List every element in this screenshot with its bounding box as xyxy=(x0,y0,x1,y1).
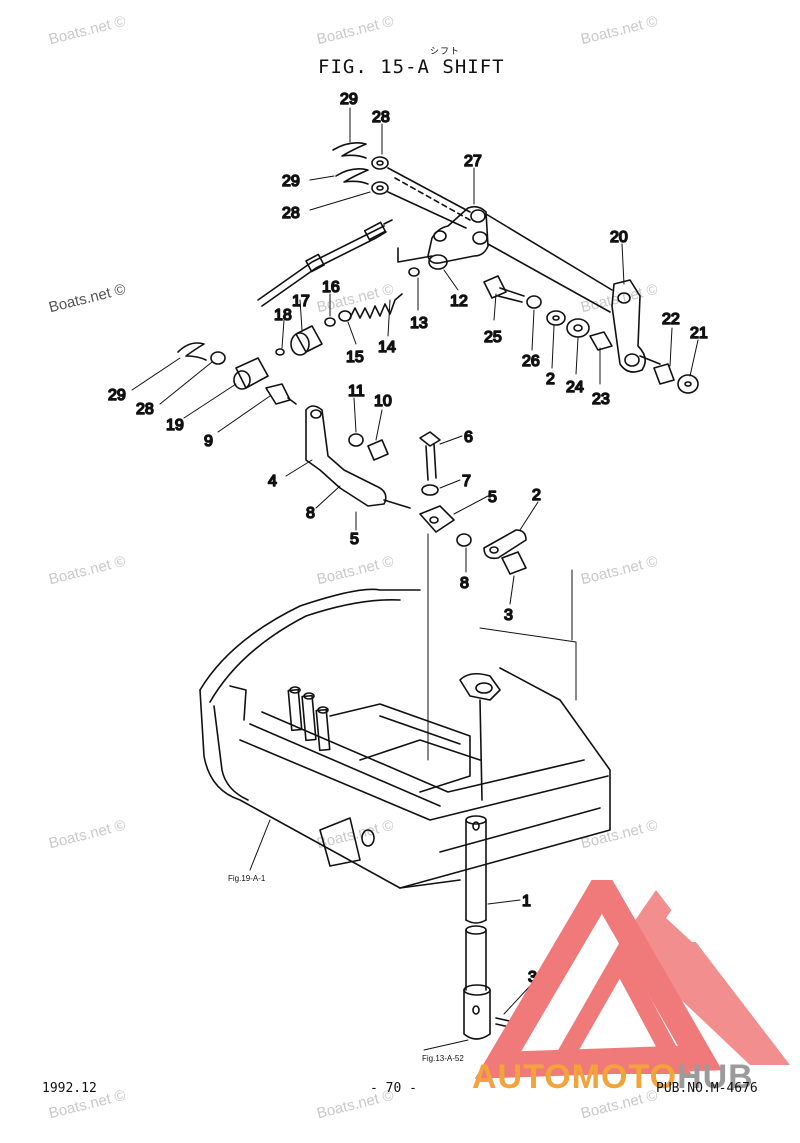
part-number-2: 2 xyxy=(546,371,555,388)
part-number-28: 28 xyxy=(136,401,154,418)
part-number-6: 6 xyxy=(464,429,473,446)
part-number-9: 9 xyxy=(204,433,213,450)
part-number-25: 25 xyxy=(484,329,502,346)
part-number-23: 23 xyxy=(592,391,610,408)
end-9 xyxy=(265,383,291,405)
washer-28-left xyxy=(210,351,226,365)
bracket-4 xyxy=(305,405,387,507)
block-5 xyxy=(419,505,455,533)
part-number-5: 5 xyxy=(350,531,359,548)
page-title: FIG. 15-A SHIFT xyxy=(318,56,505,78)
figure-reference: Fig.19-A-1 xyxy=(228,874,266,883)
clip-29-mid xyxy=(335,168,369,185)
part-number-12: 12 xyxy=(450,293,468,310)
part-number-5: 5 xyxy=(488,489,497,506)
spring-14 xyxy=(349,293,403,319)
part-number-20: 20 xyxy=(610,229,628,246)
plate-2 xyxy=(483,529,527,560)
part-number-10: 10 xyxy=(374,393,392,410)
part-number-7: 7 xyxy=(462,473,471,490)
part-number-14: 14 xyxy=(378,339,396,356)
part-number-8: 8 xyxy=(460,575,469,592)
washer-7 xyxy=(421,484,439,496)
shift-rod-1 xyxy=(465,819,487,921)
part-number-21: 21 xyxy=(690,325,708,342)
lower-cowling xyxy=(199,588,421,691)
bolt-6 xyxy=(419,431,441,447)
pin-25 xyxy=(483,275,507,299)
automotohub-logo-icon xyxy=(474,880,790,1079)
figure-reference: Fig.13-A-52 xyxy=(422,1054,464,1063)
washer-28-mid xyxy=(371,181,389,195)
part-number-19: 19 xyxy=(166,417,184,434)
publication-number: PUB.NO.M-4676 xyxy=(656,1081,758,1096)
part-number-4: 4 xyxy=(268,473,277,490)
part-number-13: 13 xyxy=(410,315,428,332)
part-number-18: 18 xyxy=(274,307,292,324)
page-number: - 70 - xyxy=(370,1081,417,1096)
bushing-23 xyxy=(589,331,613,351)
rod-coupling xyxy=(463,989,491,1040)
part-number-1: 1 xyxy=(522,893,531,910)
shift-arm-20 xyxy=(611,279,646,373)
clip-29-left xyxy=(177,342,207,361)
washer-8 xyxy=(456,533,472,547)
part-number-27: 27 xyxy=(464,153,482,170)
clip-29-top xyxy=(332,142,367,159)
part-number-24: 24 xyxy=(566,379,584,396)
part-number-28: 28 xyxy=(282,205,300,222)
part-number-28: 28 xyxy=(372,109,390,126)
nut-22 xyxy=(653,363,675,385)
brand-part-2: HUB xyxy=(677,1058,754,1096)
brand-part-1: AUTOMOTO xyxy=(472,1058,678,1096)
nut-10 xyxy=(367,439,389,461)
part-number-26: 26 xyxy=(522,353,540,370)
part-number-11: 11 xyxy=(348,383,365,400)
joint-19 xyxy=(235,357,269,389)
part-number-17: 17 xyxy=(292,293,310,310)
brand-wordmark: AUTOMOTOHUB xyxy=(472,1058,754,1097)
footer-date: 1992.12 xyxy=(42,1081,97,1096)
part-number-15: 15 xyxy=(346,349,364,366)
part-number-3: 3 xyxy=(504,607,513,624)
part-number-29: 29 xyxy=(282,173,300,190)
nut-3 xyxy=(501,551,527,575)
washer-11 xyxy=(348,433,364,447)
title-kana: シフト xyxy=(430,47,461,57)
collar-17 xyxy=(295,325,323,353)
part-number-29: 29 xyxy=(108,387,126,404)
washer-28-top xyxy=(371,156,389,170)
part-number-2: 2 xyxy=(532,487,541,504)
shift-cable xyxy=(257,225,385,301)
part-number-8: 8 xyxy=(306,505,315,522)
part-number-29: 29 xyxy=(340,91,358,108)
part-number-16: 16 xyxy=(322,279,340,296)
part-number-22: 22 xyxy=(662,311,680,328)
